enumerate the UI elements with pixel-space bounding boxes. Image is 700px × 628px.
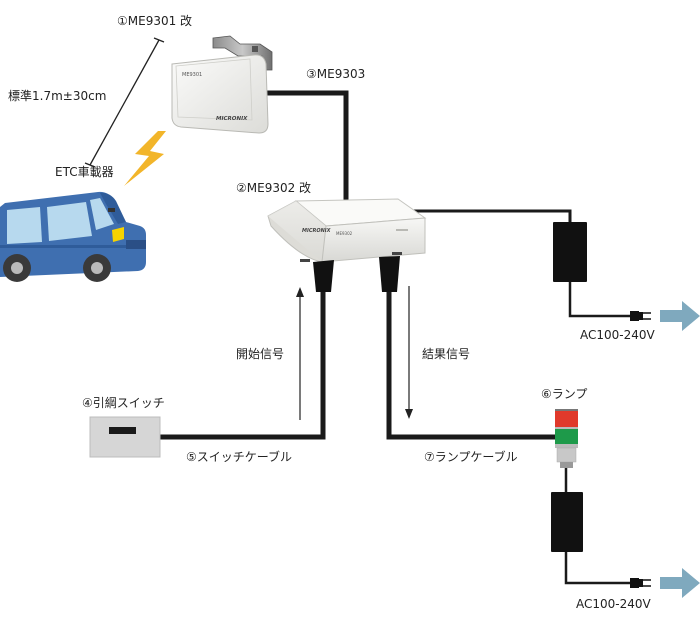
signal-lamp-device: [555, 409, 578, 468]
plug-icon-bottom: [630, 578, 651, 588]
power-adapter-lamp: [551, 492, 583, 552]
height-indicator: [84, 37, 165, 168]
signal-bolt-icon: [124, 131, 166, 186]
controller-label: ②ME9302 改: [236, 181, 312, 195]
power-cable-controller-plug: [568, 282, 630, 318]
lamp-cable: [386, 292, 555, 440]
result-signal-label: 結果信号: [422, 347, 471, 361]
antenna-label: ①ME9301 改: [117, 14, 193, 28]
antenna-brand-text: MICRONIX: [216, 116, 248, 122]
outlet-arrow-icon-top: [660, 301, 700, 331]
cable-me9303: [262, 90, 349, 205]
cable-me9303-label: ③ME9303: [306, 67, 366, 81]
controller-model-text: ME9302: [336, 231, 353, 236]
lamp-power-cable-plug: [564, 552, 630, 585]
pull-switch-label: ④引綱スイッチ: [82, 396, 165, 410]
plug-icon-top: [630, 311, 651, 321]
result-signal-arrow-icon: [405, 286, 413, 419]
start-signal-label: 開始信号: [236, 347, 285, 361]
pull-switch-device: [89, 416, 161, 458]
switch-cable: [160, 292, 326, 440]
ac-power-label-top: AC100-240V: [580, 328, 655, 342]
start-signal-arrow-icon: [296, 287, 304, 420]
height-label: 標準1.7m±30cm: [8, 89, 107, 103]
etc-unit-label: ETC車載器: [55, 165, 114, 179]
outlet-arrow-icon-bottom: [660, 568, 700, 598]
car-illustration: [0, 191, 146, 282]
controller-brand-text: MICRONIX: [302, 228, 332, 234]
switch-cable-label: ⑤スイッチケーブル: [186, 450, 293, 464]
lamp-cable-label: ⑦ランプケーブル: [424, 450, 518, 464]
controller-device: MICRONIX ME9302: [267, 198, 427, 292]
antenna-model-text: ME9301: [182, 72, 202, 78]
lamp-label: ⑥ランプ: [541, 387, 588, 401]
power-cable-controller: [405, 209, 572, 222]
antenna-device: ME9301 MICRONIX: [171, 35, 273, 134]
power-adapter-controller: [553, 222, 587, 282]
ac-power-label-bottom: AC100-240V: [576, 597, 651, 611]
